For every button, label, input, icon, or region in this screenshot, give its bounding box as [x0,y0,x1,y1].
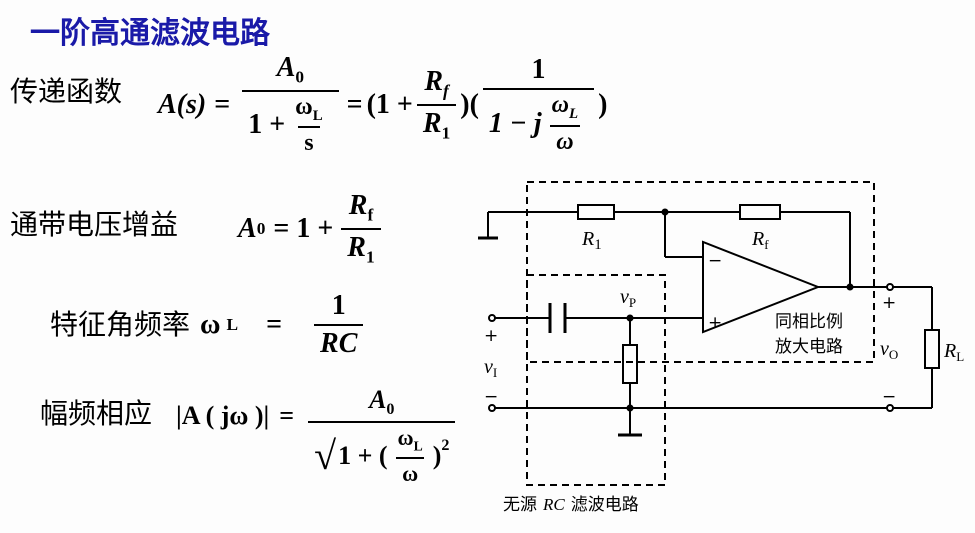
transfer-equation: A(s) = A0 1 + ωL s = (1 + Rf R1 )( 1 1 −… [158,52,607,157]
amp-dashed-box [526,181,875,363]
output-terminal-plus [886,283,894,291]
input-minus-sign: − [484,387,498,407]
magnitude-label: 幅频相应 [40,397,153,430]
junction-dot-1 [661,208,669,216]
corner-num: 1 [331,290,346,321]
magnitude-eq: = [279,400,295,430]
vi-label: vI [484,356,497,380]
magnitude-den-b: ) [432,440,442,470]
transfer-eq2: = [346,88,363,120]
transfer-label: 传递函数 [10,75,123,108]
amp-box-label-line1: 同相比例 [775,312,843,332]
magnitude-den-sup: 2 [441,436,450,454]
corner-den: RC [314,324,364,360]
vp-label: vP [620,286,636,310]
magnitude-num-sub: 0 [386,401,395,419]
corner-frac: 1 RC [314,290,364,360]
transfer-paren-open: (1 + [366,88,413,120]
resistor-rf [739,204,781,220]
input-plus-sign: + [484,326,498,346]
transfer-frac2: 1 1 − j ωL ω [482,53,595,156]
r1-label: R1 [581,228,602,253]
passband-num-sub: f [367,205,374,225]
junction-dot-2 [846,283,854,291]
rf-letter: R [424,66,444,98]
magnitude-num: A [369,385,387,414]
junction-dot-4 [626,404,634,412]
input-terminal-plus [488,314,496,322]
passband-lhs-sub: 0 [256,218,266,238]
passband-lhs: A [238,212,257,244]
r1-letter: R [422,107,442,139]
vo-label: vO [880,338,898,362]
transfer-eq1: = [214,88,231,120]
passband-frac: Rf R1 [341,190,381,267]
output-minus-sign: − [882,387,896,407]
rf-sub: f [443,81,449,101]
rf-label: Rf [751,228,769,252]
transfer-end: ) [598,88,608,120]
frac1-inner-den: s [298,126,320,157]
rc-dashed-box [526,274,666,486]
magnitude-inner-sub: L [413,438,423,454]
frac1-inner-num: ω [295,93,313,120]
frac1-den-a: 1 + [248,109,286,141]
frac2-inner-sub: L [569,105,579,122]
circuit-diagram: R1 Rf − + vP vI vO RL + − + − 同相比例 放大电路 … [478,181,964,515]
passband-den-sub: 1 [365,247,375,267]
amp-box-label-line2: 放大电路 [775,337,843,357]
passband-label: 通带电压增益 [10,208,179,241]
frac1-num-sub: 0 [295,67,305,87]
passband-den: R [347,231,366,263]
frac2-den-a: 1 − j [488,107,542,139]
transfer-frac1: A0 1 + ωL s [242,52,339,157]
frac1-inner-sub: L [312,107,323,124]
transfer-lhs: A(s) [158,88,207,120]
page-title: 一阶高通滤波电路 [30,16,270,51]
magnitude-den-a: 1 + ( [338,440,388,470]
magnitude-frac: A0 √ 1 + ( ωL ω )2 [308,385,456,487]
frac1-num: A [276,52,296,83]
transfer-rf-frac: Rf R1 [416,66,457,143]
frac2-num: 1 [531,53,546,85]
corner-lhs-sub: L [226,315,239,334]
r1-sub: 1 [441,123,451,143]
opamp-minus-label: − [708,251,722,271]
magnitude-inner-num: ω [397,425,414,451]
transfer-paren-close: )( [460,88,479,120]
resistor-r [622,344,638,384]
sqrt-icon: √ [314,433,337,479]
corner-eq: = [266,309,283,340]
passband-num: R [348,190,368,221]
corner-lhs: ω [200,309,221,340]
magnitude-equation: |A ( jω )| = A0 √ 1 + ( ωL ω )2 [176,385,459,487]
resistor-r1 [577,204,615,220]
magnitude-lhs: |A ( jω )| [176,400,270,430]
output-plus-sign: + [882,293,896,313]
junction-dot-3 [626,314,634,322]
frac2-inner-num: ω [551,91,570,118]
resistor-rl [924,329,940,369]
passband-eq: = 1 + [273,212,334,244]
rl-label: RL [943,340,964,364]
opamp-plus-label: + [708,313,722,333]
magnitude-inner-den: ω [396,456,425,487]
corner-label: 特征角频率 [50,308,191,341]
opamp-triangle [702,240,821,334]
frac2-inner-den: ω [550,124,580,156]
